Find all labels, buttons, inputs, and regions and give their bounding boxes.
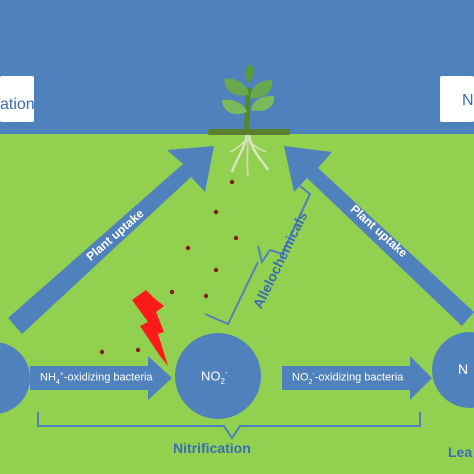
- ammonium-sup: +: [59, 371, 64, 378]
- ammonium-oxidizing-label: NH4+-oxidizing bacteria: [40, 371, 153, 386]
- nitrification-bracket: [37, 412, 421, 440]
- nitrite-suffix: -oxidizing bacteria: [314, 371, 404, 384]
- plant-uptake-right-arrow: [284, 146, 474, 326]
- nitrification-label: Nitrification: [173, 440, 251, 456]
- ammonium-sub: 4: [55, 378, 60, 386]
- right-top-box: N: [440, 76, 474, 122]
- left-top-box: ation: [0, 76, 35, 122]
- allelochemicals-bracket: [204, 185, 312, 326]
- right-circle: [432, 332, 474, 408]
- right-circle-label: N: [458, 361, 469, 377]
- nitrite-oxidizing-arrow: [282, 356, 432, 400]
- left-top-box-text: ation: [0, 96, 35, 113]
- leaching-label: Lea: [448, 444, 473, 460]
- allelochemical-dots: [99, 179, 239, 355]
- nitrite-circle-sup: -: [224, 368, 228, 377]
- nitrite-circle-label: NO2-: [201, 368, 228, 386]
- ammonium-prefix: NH: [40, 371, 56, 384]
- ammonium-oxidizing-arrow: [30, 356, 172, 400]
- right-top-box-text: N: [462, 92, 474, 109]
- ammonium-suffix: -oxidizing bacteria: [63, 371, 153, 384]
- nitrite-circle: [175, 333, 261, 419]
- nitrite-sup: -: [312, 371, 315, 378]
- nitrite-circle-prefix: NO: [201, 368, 221, 384]
- nitrite-oxidizing-label: NO2--oxidizing bacteria: [292, 371, 403, 386]
- plant-icon: [208, 64, 290, 177]
- lightning-bolt-icon: [132, 290, 168, 366]
- nitrite-sub: 2: [308, 378, 313, 386]
- nitrite-prefix: NO: [292, 371, 309, 384]
- nitrite-circle-sub: 2: [220, 376, 225, 386]
- left-circle: [0, 342, 30, 414]
- plant-uptake-left-arrow: [8, 146, 214, 334]
